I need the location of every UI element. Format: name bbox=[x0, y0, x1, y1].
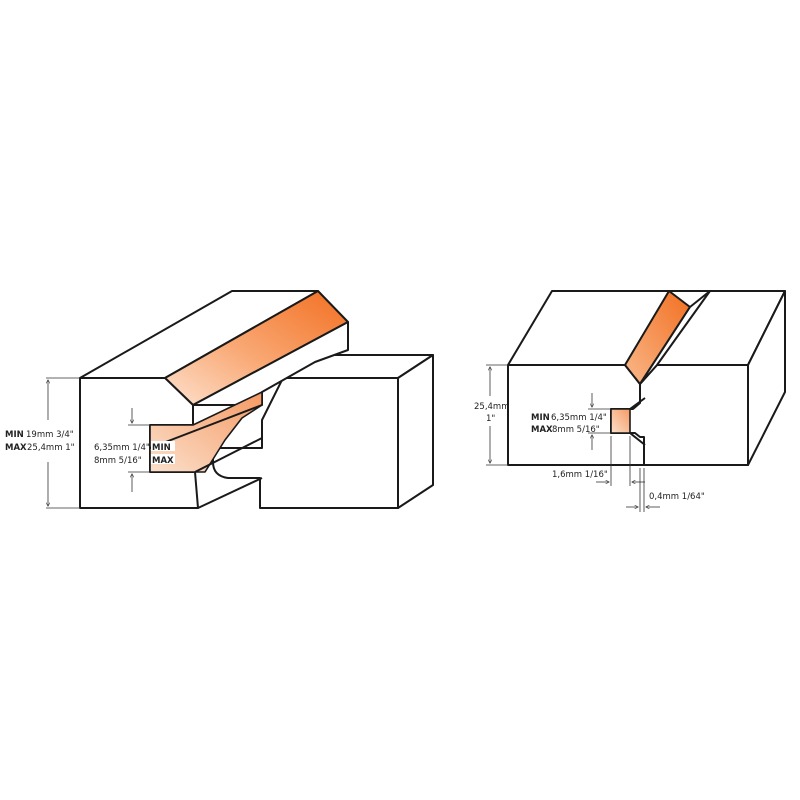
left-right-board-side bbox=[397, 354, 434, 509]
left-thickness-min-label: MIN bbox=[5, 430, 24, 440]
left-thickness-min-value: 19mm 3/4" bbox=[26, 430, 74, 440]
left-slot-line bbox=[149, 404, 263, 449]
right-thickness-value: 25,4mm bbox=[474, 402, 510, 412]
left-slot-min-label: MIN bbox=[152, 443, 171, 453]
right-depth-value: 1,6mm 1/16" bbox=[552, 470, 608, 480]
right-joint-drawing: 25,4mm 1" MIN 6,35mm 1/4" MAX 8mm 5/16" … bbox=[474, 290, 786, 512]
right-slot-bottom-edge bbox=[629, 432, 646, 446]
left-slot-face bbox=[149, 391, 263, 473]
left-thickness-max-label: MAX bbox=[5, 443, 27, 453]
right-thickness-value-inch: 1" bbox=[486, 414, 495, 424]
right-slot-max-value: 8mm 5/16" bbox=[552, 425, 600, 435]
left-slot-max-value: 8mm 5/16" bbox=[94, 456, 142, 466]
left-slot-max-box bbox=[151, 454, 175, 464]
right-slot-min-value: 6,35mm 1/4" bbox=[551, 413, 607, 423]
left-slot-min-value: 6,35mm 1/4" bbox=[94, 443, 150, 453]
right-slot-max-label: MAX bbox=[531, 425, 553, 435]
left-bottom-line bbox=[197, 477, 263, 509]
right-slot-min-label: MIN bbox=[531, 413, 550, 423]
right-slot-face bbox=[610, 408, 631, 434]
left-slot-min-box bbox=[151, 441, 175, 451]
left-slot-max-label: MAX bbox=[152, 456, 174, 466]
left-thickness-max-value: 25,4mm 1" bbox=[27, 443, 75, 453]
right-offset-value: 0,4mm 1/64" bbox=[649, 492, 705, 502]
right-vee-right-face bbox=[639, 290, 711, 385]
right-slot-top-edge bbox=[629, 397, 646, 410]
left-slot-line-low bbox=[194, 437, 263, 473]
left-joint-drawing: MIN 19mm 3/4" MAX 25,4mm 1" 6,35mm 1/4" … bbox=[5, 290, 434, 509]
